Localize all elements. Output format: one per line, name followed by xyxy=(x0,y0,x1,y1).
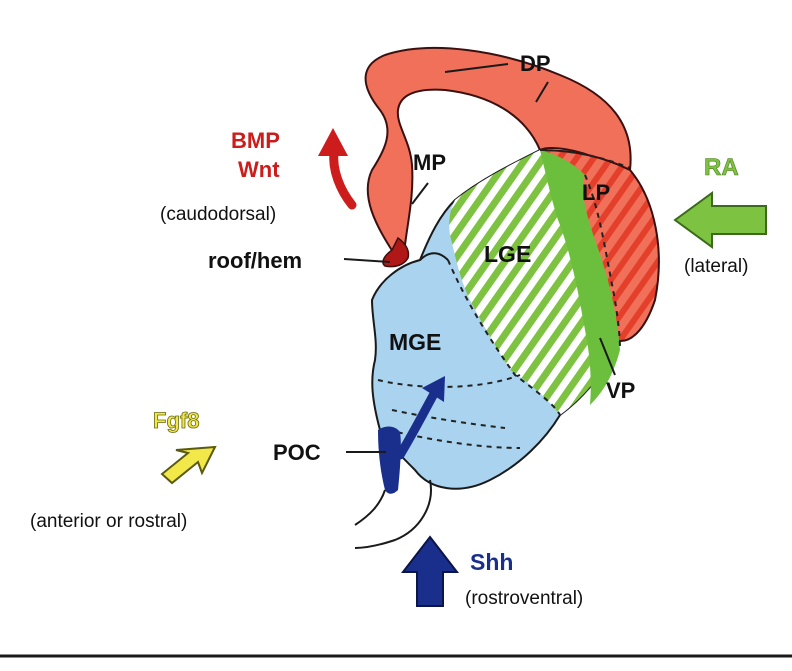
lge-mge-boundary xyxy=(447,259,561,416)
lge-label: LGE xyxy=(484,241,531,267)
mge-poc-boundary-3 xyxy=(391,409,506,429)
shh-label: Shh xyxy=(470,549,513,575)
dp-label: DP xyxy=(520,51,551,76)
mge-migration-arrow xyxy=(395,387,440,460)
mge-label: MGE xyxy=(389,329,441,355)
vp-label: VP xyxy=(606,378,635,403)
wnt-label: Wnt xyxy=(238,157,280,182)
mge-top-edge xyxy=(419,252,449,261)
mge-poc-boundary-1 xyxy=(377,374,521,388)
dp-leader-2 xyxy=(535,81,549,103)
ra-label: RA xyxy=(704,154,739,181)
vp-band xyxy=(540,150,620,405)
poc-region xyxy=(378,426,401,494)
stalk-line-outer xyxy=(354,489,386,526)
roof-leader xyxy=(343,258,391,263)
roof-hem-region xyxy=(382,236,410,268)
bmp-label: BMP xyxy=(231,128,280,153)
roof-hem-label: roof/hem xyxy=(208,248,302,273)
mp-label: MP xyxy=(413,150,446,175)
bmp-wnt-arrow xyxy=(329,147,357,210)
caudodorsal-label: (caudodorsal) xyxy=(160,204,276,225)
vp-leader xyxy=(599,337,616,376)
mge-migration-arrowhead xyxy=(422,376,445,402)
fgf8-label: Fgf8 xyxy=(153,408,199,433)
mp-leader xyxy=(411,182,429,205)
anterior-rostral-label: (anterior or rostral) xyxy=(30,511,187,532)
pallium-arc xyxy=(364,47,632,257)
shh-arrow xyxy=(400,535,460,607)
lp-vp-boundary xyxy=(584,174,621,351)
dp-leader xyxy=(444,63,509,73)
mge-poc-boundary-2 xyxy=(387,429,521,449)
lp-label: LP xyxy=(582,180,610,205)
lateral-label: (lateral) xyxy=(684,256,748,277)
rostroventral-label: (rostroventral) xyxy=(465,588,583,609)
dp-lp-boundary xyxy=(539,149,631,169)
ra-arrow xyxy=(673,191,767,249)
poc-label: POC xyxy=(273,440,321,465)
bmp-wnt-arrowhead xyxy=(318,128,348,156)
stalk-line-inner xyxy=(354,479,432,549)
fgf8-arrow xyxy=(160,445,217,485)
